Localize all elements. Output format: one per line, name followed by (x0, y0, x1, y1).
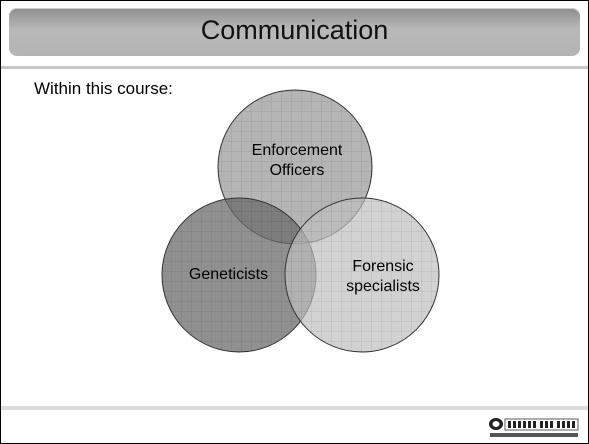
venn-label-line: Geneticists (188, 266, 269, 283)
venn-label-line: Officers (269, 162, 325, 179)
intro-text: Within this course: (34, 79, 173, 98)
venn-circle-forensic-specialists (284, 197, 440, 353)
slide-title: Communication (200, 15, 389, 45)
footer-divider (1, 406, 588, 410)
venn-diagram (161, 89, 440, 353)
venn-label-line: Enforcement (251, 142, 343, 159)
venn-label-line: Forensic (352, 258, 414, 275)
venn-label-forensic-specialists: Forensic specialists (327, 257, 439, 297)
venn-label-enforcement-officers: Enforcement Officers (225, 141, 369, 181)
traffic-logo (489, 418, 579, 437)
venn-label-line: specialists (346, 278, 420, 295)
venn-circle-geneticists (161, 197, 317, 353)
title-bar: Communication (9, 8, 580, 56)
title-divider (1, 66, 588, 69)
venn-label-geneticists: Geneticists (166, 265, 291, 285)
